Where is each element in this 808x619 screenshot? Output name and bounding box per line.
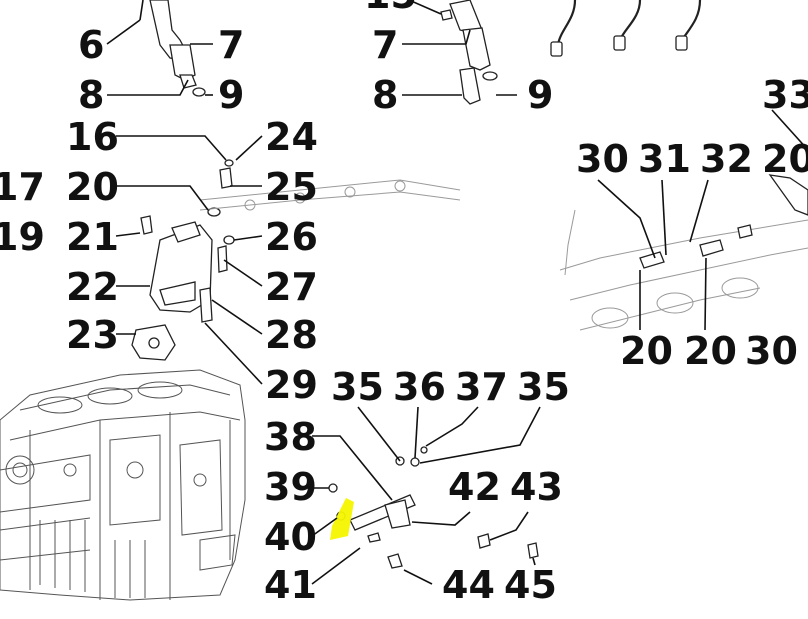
callout-31: 31 xyxy=(638,137,691,181)
fuel-pipes-top xyxy=(550,0,702,57)
fuel-rail-ghost xyxy=(199,179,461,211)
callout-37: 37 xyxy=(455,365,508,409)
callout-29: 29 xyxy=(265,363,318,407)
callout-35: 35 xyxy=(331,365,384,409)
callout-9b: 9 xyxy=(527,73,553,117)
callout-8b: 8 xyxy=(372,73,398,117)
callout-40: 40 xyxy=(264,515,317,559)
callout-8: 8 xyxy=(78,73,104,117)
callout-28: 28 xyxy=(265,313,318,357)
injector-assembly-left xyxy=(139,0,206,97)
callout-16: 16 xyxy=(66,115,119,159)
callout-23: 23 xyxy=(66,313,119,357)
callout-36: 36 xyxy=(393,365,446,409)
callout-45: 45 xyxy=(504,563,557,607)
callout-25: 25 xyxy=(265,165,318,209)
callout-32: 32 xyxy=(700,137,753,181)
callout-19: 19 xyxy=(0,215,45,259)
callout-26: 26 xyxy=(265,215,318,259)
callout-20: 20 xyxy=(66,165,119,209)
callout-35b: 35 xyxy=(517,365,570,409)
callout-24: 24 xyxy=(265,115,318,159)
callout-20-right-a: 20 xyxy=(620,329,673,373)
leader-lines xyxy=(106,0,808,585)
callout-20-right-top: 20 xyxy=(762,137,808,181)
callout-39: 39 xyxy=(264,465,317,509)
callout-42: 42 xyxy=(448,465,501,509)
injection-pump-assembly xyxy=(131,159,235,361)
callout-7b: 7 xyxy=(372,23,398,67)
callout-17: 17 xyxy=(0,165,45,209)
callout-21: 21 xyxy=(66,215,119,259)
callout-22: 22 xyxy=(66,265,119,309)
callout-6: 6 xyxy=(78,23,104,67)
callout-20-right-b: 20 xyxy=(684,329,737,373)
callout-41: 41 xyxy=(264,563,317,607)
callout-15: 15 xyxy=(364,0,417,17)
highlight-marker xyxy=(330,498,354,540)
callout-43: 43 xyxy=(510,465,563,509)
callout-30-bottom: 30 xyxy=(745,329,798,373)
injection-pump-right xyxy=(559,174,808,331)
callout-30: 30 xyxy=(576,137,629,181)
callout-27: 27 xyxy=(265,265,318,309)
callout-44: 44 xyxy=(442,563,495,607)
bracket-assembly xyxy=(328,446,539,569)
engine-block-illustration xyxy=(0,369,246,601)
callout-33: 33 xyxy=(762,73,808,117)
injector-assembly-middle xyxy=(440,0,498,105)
callout-38: 38 xyxy=(264,415,317,459)
callout-9: 9 xyxy=(218,73,244,117)
callout-7: 7 xyxy=(218,23,244,67)
